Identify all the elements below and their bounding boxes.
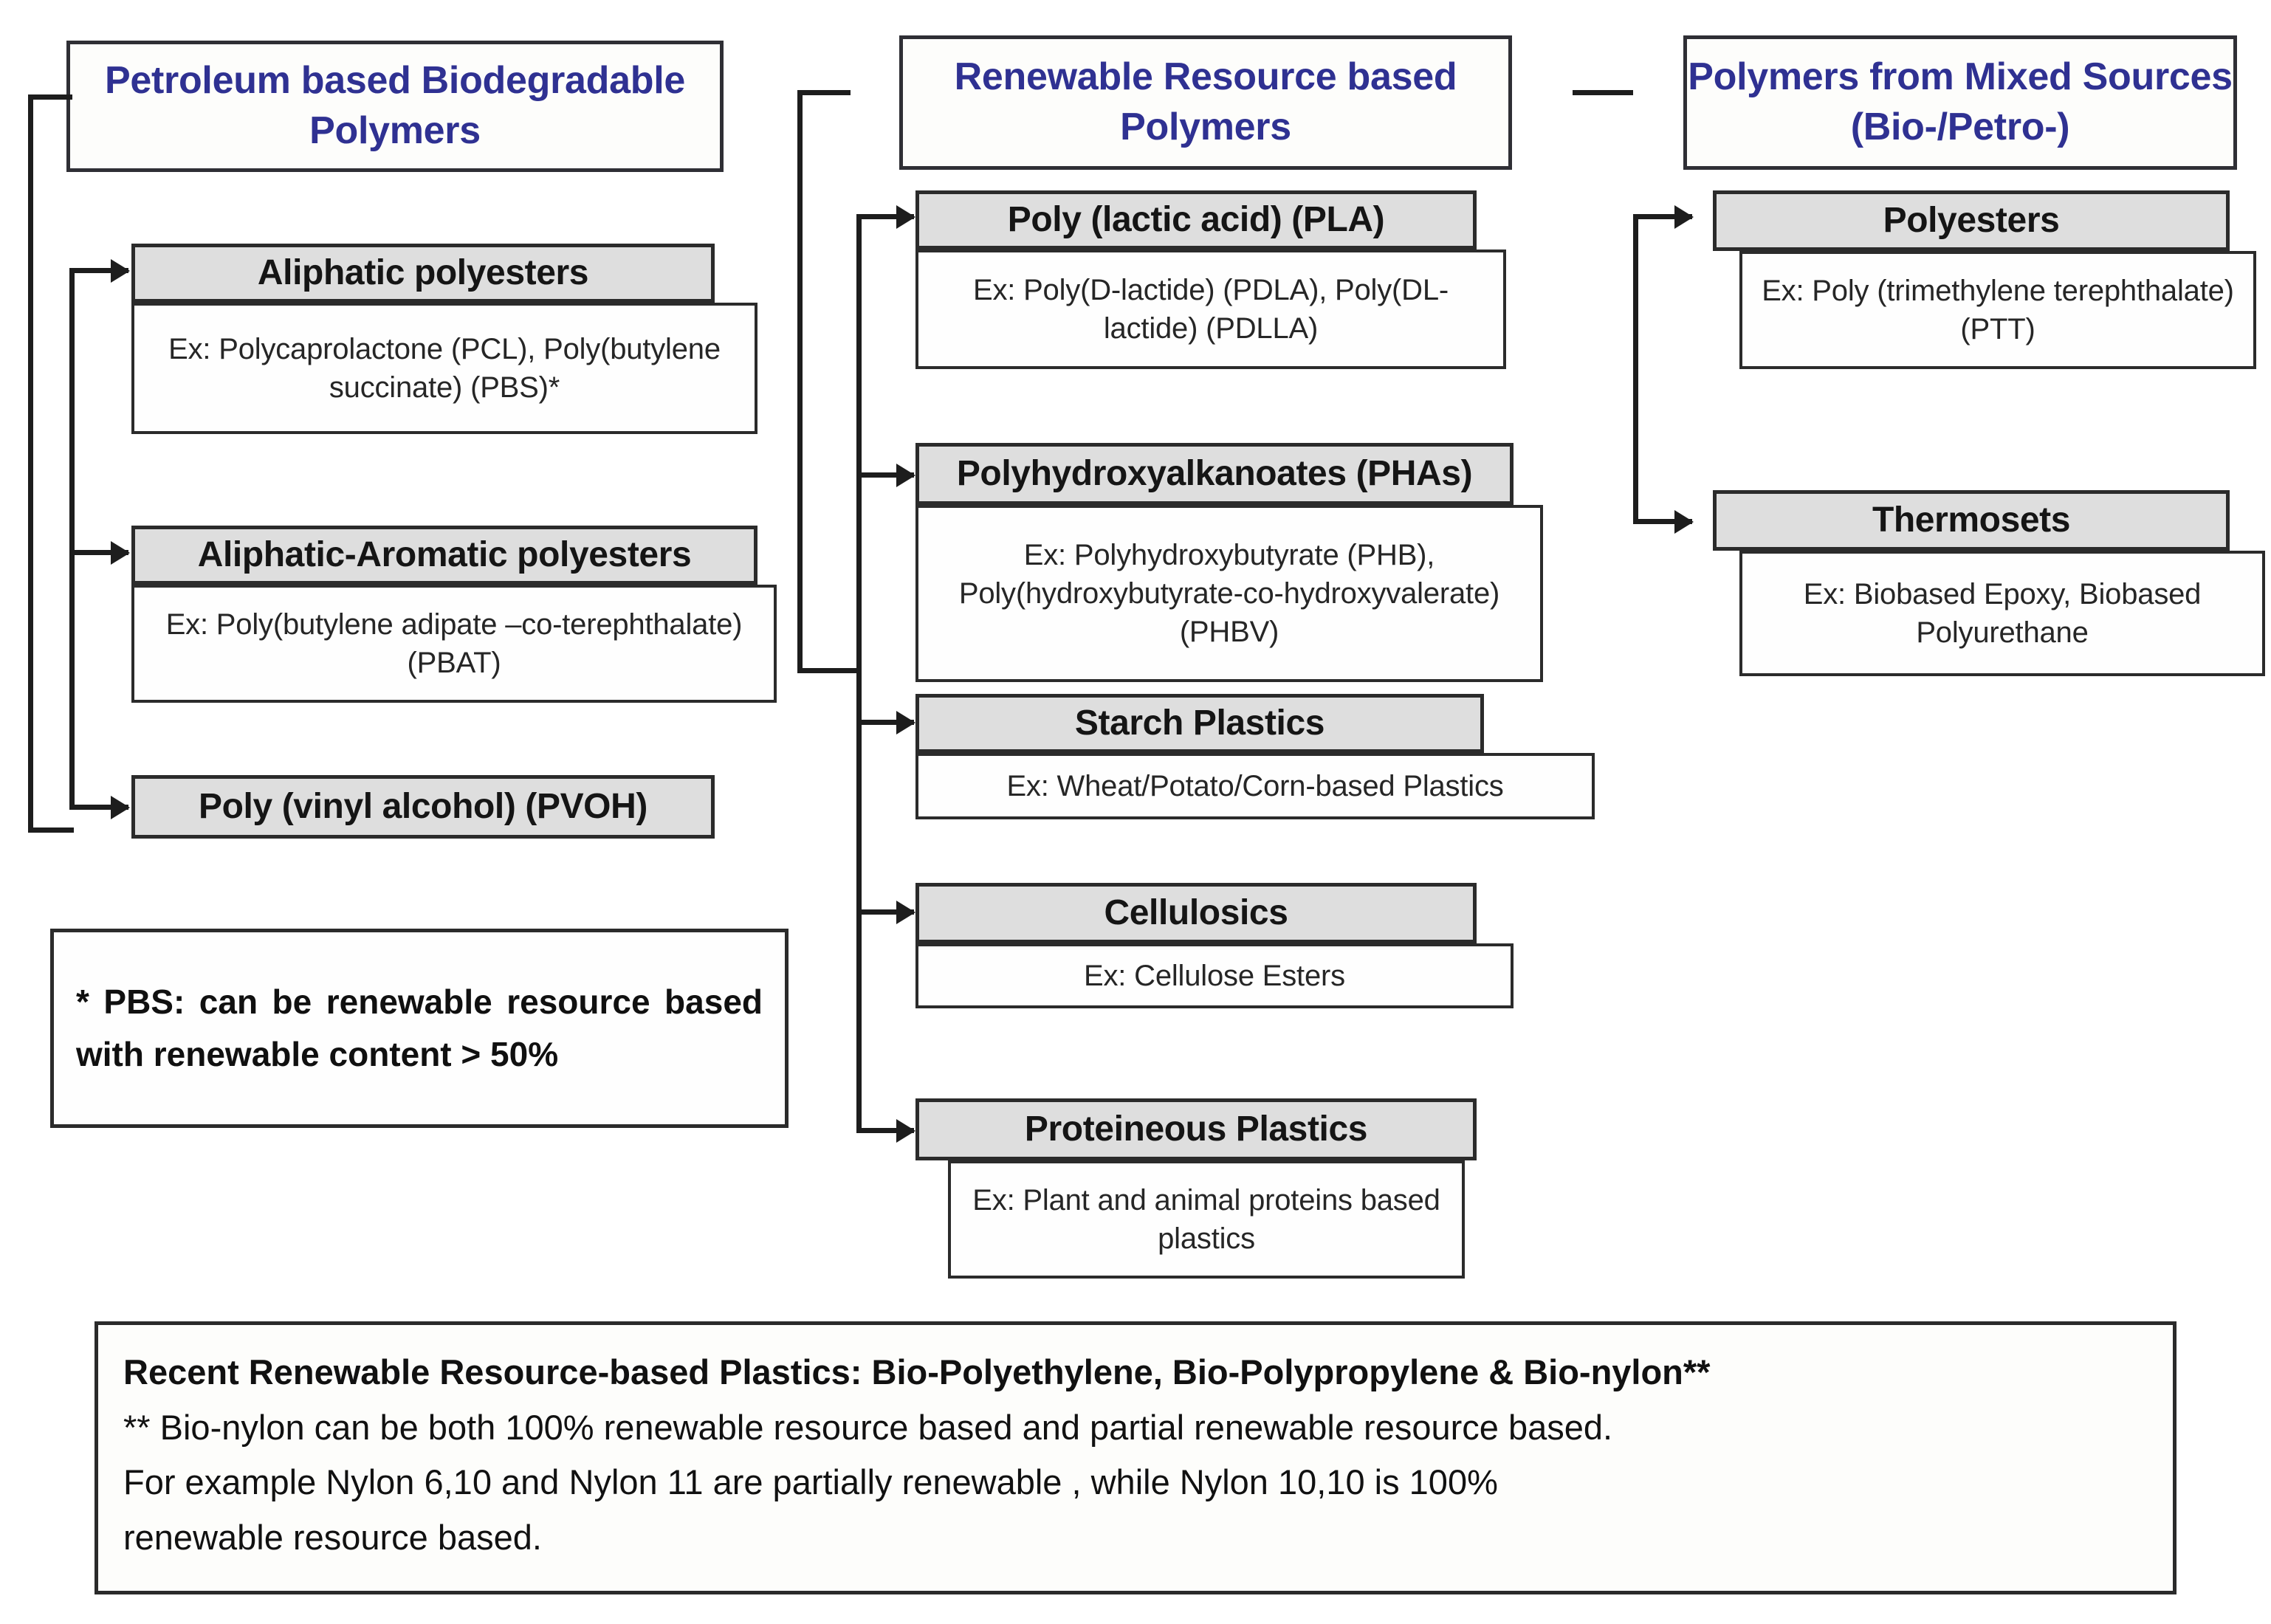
category-polyesters[interactable]: Polyesters bbox=[1713, 190, 2230, 251]
footnote-pbs: * PBS: can be renewable resource based w… bbox=[50, 929, 789, 1128]
example-proteineous-plastics: Ex: Plant and animal proteins based plas… bbox=[948, 1160, 1465, 1279]
category-pla-label: Poly (lactic acid) (PLA) bbox=[1007, 199, 1385, 239]
connector-rail-inner-mixed bbox=[1633, 214, 1638, 524]
arrow-icon-thermosets bbox=[1674, 510, 1694, 534]
arrow-icon-aliphatic-aromatic bbox=[111, 541, 130, 565]
example-starch-plastics-label: Ex: Wheat/Potato/Corn-based Plastics bbox=[1006, 770, 1504, 802]
footer-line-2: ** Bio-nylon can be both 100% renewable … bbox=[123, 1407, 1613, 1447]
connector-rail-outer-renewable bbox=[797, 90, 803, 673]
column-title-renewable: Renewable Resource based Polymers bbox=[899, 35, 1512, 170]
footer-line-1: Recent Renewable Resource-based Plastics… bbox=[123, 1352, 1711, 1391]
example-pla: Ex: Poly(D-lactide) (PDLA), Poly(DL-lact… bbox=[915, 250, 1506, 369]
column-title-petroleum: Petroleum based Biodegradable Polymers bbox=[66, 41, 724, 172]
footer-line-3: For example Nylon 6,10 and Nylon 11 are … bbox=[123, 1462, 1498, 1502]
arrow-icon-cellulosics bbox=[896, 901, 915, 924]
arrow-icon-pvoh bbox=[111, 796, 130, 819]
category-pha-label: Polyhydroxyalkanoates (PHAs) bbox=[956, 453, 1473, 493]
category-thermosets-label: Thermosets bbox=[1872, 500, 2071, 540]
category-aliphatic-aromatic-polyesters-label: Aliphatic-Aromatic polyesters bbox=[197, 534, 692, 574]
column-title-mixed-label: Polymers from Mixed Sources (Bio-/Petro-… bbox=[1688, 55, 2233, 148]
category-pha[interactable]: Polyhydroxyalkanoates (PHAs) bbox=[915, 443, 1514, 505]
example-thermosets: Ex: Biobased Epoxy, Biobased Polyurethan… bbox=[1739, 551, 2265, 676]
example-pla-label: Ex: Poly(D-lactide) (PDLA), Poly(DL-lact… bbox=[972, 274, 1449, 345]
example-pha-label: Ex: Polyhydroxybutyrate (PHB), Poly(hydr… bbox=[958, 539, 1500, 648]
category-cellulosics[interactable]: Cellulosics bbox=[915, 883, 1477, 943]
category-polyesters-label: Polyesters bbox=[1883, 200, 2060, 240]
column-title-petroleum-label: Petroleum based Biodegradable Polymers bbox=[105, 59, 685, 152]
category-aliphatic-polyesters-label: Aliphatic polyesters bbox=[257, 252, 589, 292]
connector-rail-inner-petroleum bbox=[69, 268, 75, 807]
connector-branch-aliphatic-aromatic bbox=[69, 550, 128, 555]
column-title-renewable-label: Renewable Resource based Polymers bbox=[954, 55, 1457, 148]
arrow-icon-starch bbox=[896, 711, 915, 734]
category-starch-plastics-label: Starch Plastics bbox=[1074, 703, 1325, 743]
example-polyesters-label: Ex: Poly (trimethylene terephthalate) (P… bbox=[1762, 275, 2234, 345]
category-proteineous-plastics-label: Proteineous Plastics bbox=[1024, 1109, 1368, 1149]
category-proteineous-plastics[interactable]: Proteineous Plastics bbox=[915, 1098, 1477, 1160]
example-starch-plastics: Ex: Wheat/Potato/Corn-based Plastics bbox=[915, 753, 1595, 819]
connector-branch-proteineous bbox=[856, 1128, 914, 1133]
arrow-icon-aliphatic bbox=[111, 259, 130, 283]
connector-branch-thermosets bbox=[1633, 519, 1692, 524]
connector-rail-bottom-renewable bbox=[797, 668, 861, 673]
connector-branch-pla bbox=[856, 214, 914, 219]
category-thermosets[interactable]: Thermosets bbox=[1713, 490, 2230, 551]
category-aliphatic-polyesters[interactable]: Aliphatic polyesters bbox=[131, 244, 715, 303]
connector-branch-starch bbox=[856, 720, 914, 725]
example-cellulosics-label: Ex: Cellulose Esters bbox=[1084, 960, 1345, 992]
example-thermosets-label: Ex: Biobased Epoxy, Biobased Polyurethan… bbox=[1803, 578, 2202, 649]
example-aliphatic-polyesters-label: Ex: Polycaprolactone (PCL), Poly(butylen… bbox=[168, 333, 721, 404]
arrow-icon-pha bbox=[896, 464, 915, 487]
footer-note: Recent Renewable Resource-based Plastics… bbox=[95, 1321, 2176, 1594]
example-aliphatic-aromatic-polyesters-label: Ex: Poly(butylene adipate –co-terephthal… bbox=[165, 608, 743, 679]
connector-title-stub-renewable bbox=[797, 90, 851, 95]
footnote-pbs-label: * PBS: can be renewable resource based w… bbox=[76, 982, 763, 1073]
example-aliphatic-polyesters: Ex: Polycaprolactone (PCL), Poly(butylen… bbox=[131, 303, 757, 434]
example-proteineous-plastics-label: Ex: Plant and animal proteins based plas… bbox=[972, 1184, 1440, 1255]
category-cellulosics-label: Cellulosics bbox=[1104, 892, 1288, 932]
category-pla[interactable]: Poly (lactic acid) (PLA) bbox=[915, 190, 1477, 250]
arrow-icon-pla bbox=[896, 205, 915, 229]
connector-title-stub-petroleum bbox=[28, 94, 72, 100]
category-poly-vinyl-alcohol-label: Poly (vinyl alcohol) (PVOH) bbox=[199, 786, 647, 826]
example-cellulosics: Ex: Cellulose Esters bbox=[915, 943, 1514, 1008]
connector-branch-pvoh bbox=[69, 805, 128, 810]
category-starch-plastics[interactable]: Starch Plastics bbox=[915, 694, 1484, 753]
connector-rail-outer-petroleum bbox=[28, 94, 33, 833]
connector-branch-pha bbox=[856, 472, 914, 478]
category-poly-vinyl-alcohol[interactable]: Poly (vinyl alcohol) (PVOH) bbox=[131, 775, 715, 839]
category-aliphatic-aromatic-polyesters[interactable]: Aliphatic-Aromatic polyesters bbox=[131, 526, 757, 585]
example-polyesters: Ex: Poly (trimethylene terephthalate) (P… bbox=[1739, 251, 2256, 369]
connector-title-stub-mixed bbox=[1573, 90, 1633, 95]
connector-rail-bottom-petroleum bbox=[28, 828, 74, 833]
arrow-icon-proteineous bbox=[896, 1119, 915, 1143]
connector-rail-inner-renewable bbox=[856, 214, 862, 1133]
example-aliphatic-aromatic-polyesters: Ex: Poly(butylene adipate –co-terephthal… bbox=[131, 585, 777, 703]
connector-branch-aliphatic bbox=[69, 268, 128, 273]
connector-branch-cellulosics bbox=[856, 909, 914, 915]
example-pha: Ex: Polyhydroxybutyrate (PHB), Poly(hydr… bbox=[915, 505, 1543, 682]
arrow-icon-polyesters bbox=[1674, 205, 1694, 229]
column-title-mixed: Polymers from Mixed Sources (Bio-/Petro-… bbox=[1683, 35, 2237, 170]
footer-line-4: renewable resource based. bbox=[123, 1517, 542, 1557]
connector-branch-polyesters bbox=[1633, 214, 1692, 219]
